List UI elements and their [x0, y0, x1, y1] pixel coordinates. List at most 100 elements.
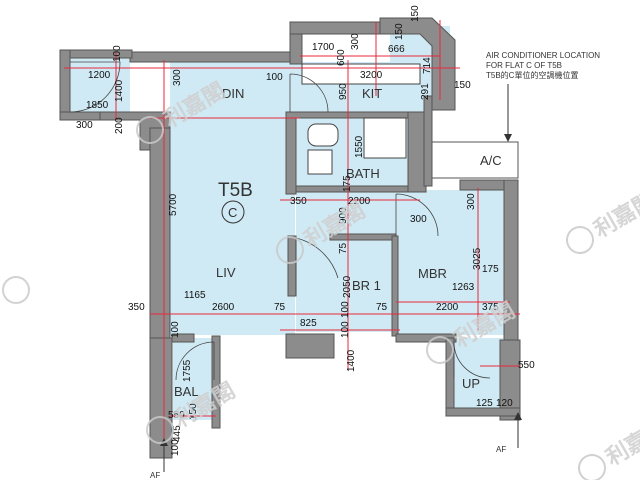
dim-text: 825: [300, 318, 317, 329]
wall-br1-right: [391, 235, 399, 337]
dim-text: 600: [336, 49, 347, 66]
door-bay: [69, 61, 121, 113]
dim-text: 2200: [436, 302, 459, 313]
ac-note-en1: AIR CONDITIONER LOCATION: [486, 51, 600, 60]
dim-text: 75: [376, 302, 388, 313]
dim-text: 2600: [212, 302, 235, 313]
dim-text: 100: [340, 301, 351, 318]
dim-text: 100: [170, 439, 181, 456]
dim-text: 300: [466, 193, 477, 210]
toilet: [307, 123, 339, 147]
door-bal: [175, 341, 215, 381]
dim-text: 350: [128, 302, 145, 313]
wall-bal-right: [211, 335, 221, 429]
watermark-logo-icon: [578, 454, 606, 480]
dim-text: 1850: [86, 100, 109, 111]
room-label-br1: BR 1: [352, 278, 381, 293]
dim-text: 1165: [184, 290, 206, 301]
flat-circle: [221, 200, 245, 224]
watermark-text: 利嘉閣: [590, 188, 640, 243]
dim-text: 300: [76, 120, 93, 131]
watermark-logo-icon: [426, 336, 454, 364]
dim-text: 120: [496, 398, 513, 409]
door-bath: [395, 193, 439, 237]
ac-note-en2: FOR FLAT C OF T5B: [486, 61, 562, 70]
corridor-area: [296, 192, 436, 234]
wall-left-bal: [149, 337, 173, 459]
watermark-logo-icon: [276, 236, 304, 264]
dim-text: 150: [410, 5, 421, 22]
dim-text: 75: [274, 302, 286, 313]
wall-left-liv: [149, 127, 171, 339]
dim-text: 900: [338, 207, 349, 224]
kitchen-counter: [301, 63, 421, 85]
dim-text: 550: [168, 410, 185, 421]
wall-bath-bottom: [295, 185, 409, 193]
room-label-mbr: MBR: [418, 266, 447, 281]
wall-bath-top: [285, 111, 427, 119]
dim-text: 300: [350, 33, 361, 50]
room-label-bal: BAL: [174, 384, 199, 399]
dim-text: 1200: [88, 70, 111, 81]
dim-text: 300: [172, 69, 183, 86]
dim-text: 175: [342, 175, 353, 192]
dim-text: 125: [476, 398, 493, 409]
watermark-logo-icon: [2, 276, 30, 304]
ac-note-zh: T5B的C單位的空調機位置: [486, 70, 578, 80]
wall-up-right: [499, 339, 521, 421]
room-label-up: UP: [462, 376, 480, 391]
wall-bay-bottom: [59, 111, 101, 121]
ac-box: [431, 141, 519, 179]
dim-text: 150: [394, 23, 405, 40]
dim-text: 100: [266, 72, 283, 83]
watermark-logo-icon: [136, 116, 164, 144]
room-labels: DIN KIT BATH T5B C LIV BR 1 MBR BAL UP: [174, 86, 480, 399]
door-up: [453, 341, 491, 379]
wall-bath-right: [407, 111, 427, 193]
dim-text: 100: [340, 321, 351, 338]
door-br1: [295, 237, 339, 296]
dim-text: 150: [454, 80, 471, 91]
watermark: 利嘉閣: [578, 416, 640, 480]
wall-bottom-bal: [171, 333, 195, 343]
door-din-kit: [289, 73, 329, 113]
watermark: [2, 276, 30, 304]
dim-text: 5700: [168, 193, 179, 216]
ac-arrow-head: [504, 134, 512, 142]
fixtures: [301, 63, 421, 175]
wall-up-bottom: [445, 407, 521, 417]
dim-text: 550: [518, 360, 535, 371]
dim-text: 950: [338, 83, 349, 100]
room-label-kit: KIT: [362, 86, 382, 101]
dim-text: 3200: [360, 70, 383, 81]
dim-text: 445: [172, 425, 183, 442]
dim-text: 300: [410, 214, 427, 225]
dim-text: 1400: [114, 79, 125, 102]
dim-text: 75: [338, 242, 349, 254]
dim-text: 2200: [348, 196, 371, 207]
wall-top-kit2: [289, 21, 393, 35]
dim-text: 200: [114, 117, 125, 134]
wall-br1-left: [287, 235, 297, 297]
watermark-logo-icon: [146, 416, 174, 444]
watermark-text: 利嘉閣: [602, 416, 640, 471]
balcony-area: [173, 338, 215, 420]
br1-area: [296, 234, 394, 332]
dim-text: 100: [112, 45, 123, 62]
room-label-liv: LIV: [216, 265, 236, 280]
doors: [69, 61, 491, 381]
utility-platform-area: [451, 338, 503, 408]
dimension-lines: [64, 20, 520, 440]
wall-ac-box-left: [423, 95, 433, 187]
watermark: 利嘉閣: [566, 188, 640, 254]
dim-text: 150: [188, 403, 199, 420]
af-label-right: AF: [496, 445, 506, 454]
dim-text: 350: [290, 196, 307, 207]
af-label-left: AF: [150, 471, 160, 480]
dim-text: 1550: [354, 135, 365, 158]
af-arrow-right: [514, 412, 522, 420]
shower: [363, 117, 407, 159]
ac-notes: AIR CONDITIONER LOCATION FOR FLAT C OF T…: [150, 51, 600, 480]
room-label-din: DIN: [222, 86, 244, 101]
basin: [307, 149, 333, 175]
